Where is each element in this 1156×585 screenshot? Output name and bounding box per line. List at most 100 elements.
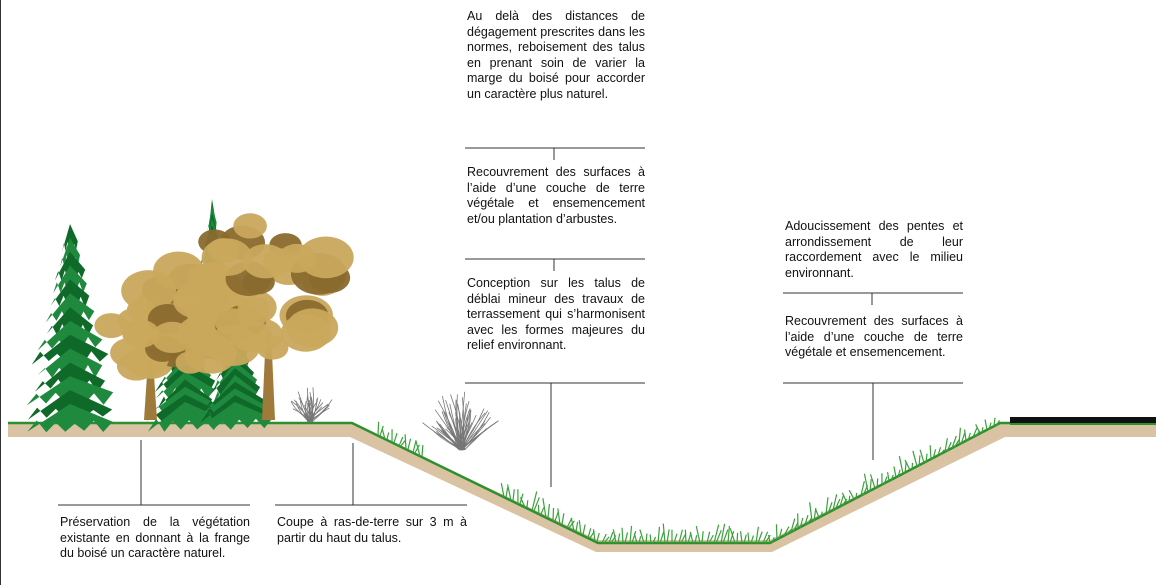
grass-blade — [652, 536, 657, 544]
annotation-reboisement-text: Au delà des distances de dégagement pres… — [467, 9, 645, 101]
annotation-coupe: Coupe à ras-de-terre sur 3 m à partir du… — [277, 515, 467, 546]
grass-blade — [893, 466, 897, 478]
annotation-recouvrement-arbustes-text: Recouvrement des surfaces à l’aide d’une… — [467, 165, 645, 226]
grass-blade — [666, 529, 670, 544]
annotation-preservation-text: Préservation de la végétation existante … — [60, 515, 250, 561]
grass-blade — [415, 440, 421, 457]
grass-blade — [386, 432, 390, 440]
grass-blade — [537, 504, 540, 515]
grass-blade — [608, 531, 614, 544]
grass-blade — [841, 492, 848, 504]
grass-blade — [659, 531, 665, 544]
grass-blade — [729, 530, 735, 544]
annotation-adoucissement: Adoucissement des pentes et arrondisseme… — [785, 219, 963, 281]
conifer-foliage — [53, 265, 87, 294]
grass-blade — [834, 498, 841, 511]
grass-blade — [778, 528, 783, 540]
grass-blade — [631, 530, 637, 544]
shrub-twig — [309, 399, 333, 423]
grass-surface-line — [8, 421, 1012, 545]
grass-blade — [860, 480, 865, 496]
grass-blade — [993, 417, 996, 427]
shrub-twig — [311, 404, 330, 423]
grass-blade — [918, 455, 921, 467]
grass-blade — [919, 449, 925, 463]
grass-blade — [506, 484, 512, 501]
grass-blade — [898, 455, 904, 474]
shrub-twig — [444, 411, 460, 451]
grass-blade — [552, 507, 555, 522]
grass-blade — [713, 524, 720, 544]
grass-blade — [715, 529, 722, 544]
grass-blade — [720, 523, 726, 544]
grass-blade — [639, 529, 645, 544]
grass-blade — [762, 531, 769, 544]
annotation-adoucissement-text: Adoucissement des pentes et arrondisseme… — [785, 219, 963, 280]
grass-blade — [975, 424, 981, 434]
grass-blade — [747, 532, 750, 544]
grass-blade — [629, 525, 633, 544]
grass-blade — [684, 529, 687, 544]
grass-blade — [500, 483, 505, 498]
grass-blade — [680, 533, 687, 544]
grass-blade — [951, 435, 957, 449]
leader-lines — [58, 147, 963, 506]
annotation-conception-talus-text: Conception sur les talus de déblai mineu… — [467, 276, 645, 353]
annotation-conception-talus: Conception sur les talus de déblai mineu… — [467, 276, 645, 354]
grass-blade — [582, 524, 586, 535]
grass-blade — [869, 479, 872, 492]
grass-blade — [960, 432, 966, 445]
grass-blade — [743, 534, 747, 544]
grass-blade — [561, 513, 565, 525]
grass-blade — [694, 535, 698, 544]
grass-blade — [557, 508, 561, 525]
grass-blade — [695, 525, 701, 544]
grass-blade — [381, 429, 386, 440]
grass-blade — [995, 419, 1001, 427]
grass-blade — [377, 421, 380, 436]
grass-blade — [768, 534, 771, 544]
shrubs — [290, 387, 499, 451]
grass-blade — [739, 531, 743, 544]
grass-blade — [722, 529, 729, 544]
conifer-foliage — [27, 404, 113, 433]
grass-blade — [729, 528, 736, 544]
grass-blade — [939, 449, 945, 456]
grass-blade — [809, 502, 813, 522]
grass-blade — [963, 429, 967, 441]
grass-blade — [937, 447, 942, 456]
grass-blade — [603, 536, 610, 544]
grass-blade — [783, 526, 790, 536]
grass-blade — [825, 497, 829, 514]
grass-blade — [505, 487, 509, 498]
tree-foliage — [242, 244, 289, 279]
grass-blade — [578, 520, 582, 535]
grass-blade — [612, 529, 617, 544]
grass-blade — [886, 472, 890, 482]
grass-blade — [662, 523, 666, 544]
grass-blade — [806, 517, 812, 526]
grass-blade — [540, 507, 545, 515]
road-shoulder-line — [1010, 423, 1156, 425]
grass-blade — [855, 492, 858, 500]
grass-blade — [792, 522, 799, 533]
grass-blade — [512, 489, 515, 501]
annotation-recouvrement-arbustes: Recouvrement des surfaces à l’aide d’une… — [467, 165, 645, 227]
grass-blade — [944, 438, 948, 452]
shrub-twig — [459, 422, 473, 451]
grass-blade — [832, 494, 838, 511]
grass-blade — [972, 427, 978, 438]
grass-blade — [708, 534, 714, 544]
grass-blade — [953, 439, 960, 449]
deciduous-trees — [94, 213, 354, 420]
tree-foliage — [286, 308, 339, 348]
grass-blade — [633, 533, 638, 544]
tree-foliage — [201, 238, 252, 277]
grass-blade — [988, 422, 992, 430]
tree-foliage — [298, 236, 354, 279]
annotation-recouvrement-ensemencement: Recouvrement des surfaces à l’aide d’une… — [785, 314, 963, 361]
grass-blade — [839, 495, 844, 507]
grass-blade — [757, 531, 763, 544]
grass-blade — [804, 515, 809, 525]
grass-blade — [848, 495, 851, 503]
